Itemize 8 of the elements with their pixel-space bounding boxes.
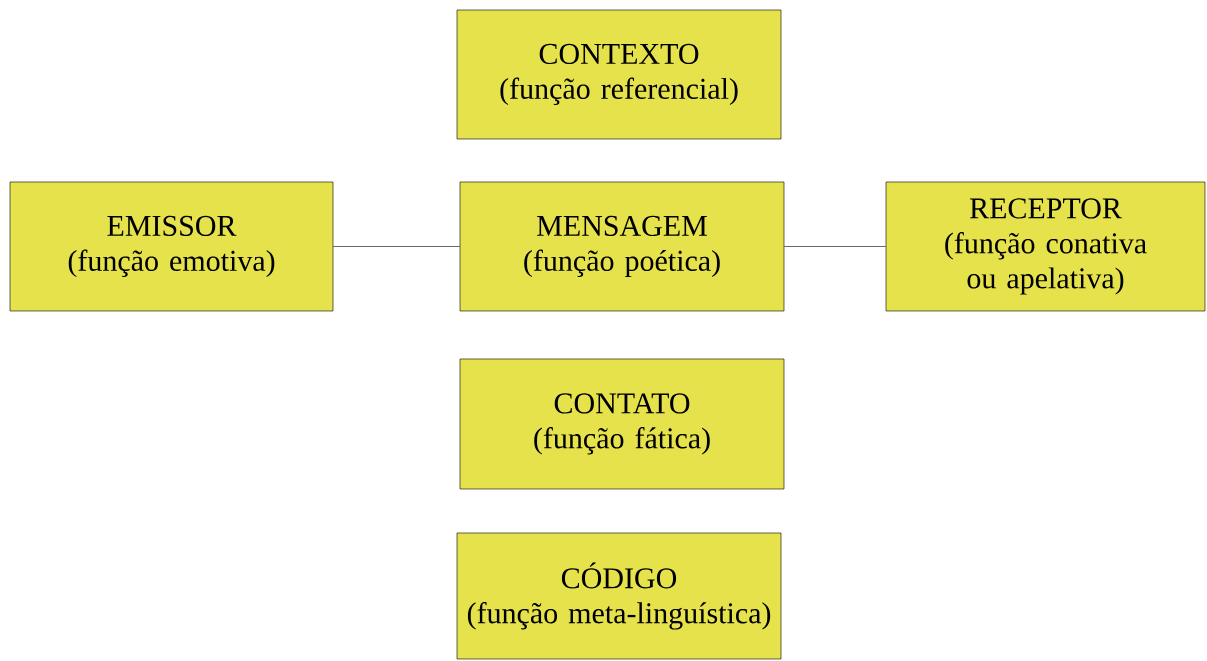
text-box: MENSAGEM (função poética)	[459, 181, 785, 312]
text-box: CONTATO (função fática)	[459, 358, 785, 490]
connector-line	[784, 246, 886, 247]
text-box: CONTEXTO (função referencial)	[456, 9, 782, 140]
connector-line	[333, 246, 460, 247]
text-box: RECEPTOR (função conativa ou apelativa)	[885, 181, 1206, 312]
text-box: EMISSOR (função emotiva)	[9, 181, 334, 312]
text-box: CÓDIGO (função meta-linguística)	[456, 532, 782, 660]
